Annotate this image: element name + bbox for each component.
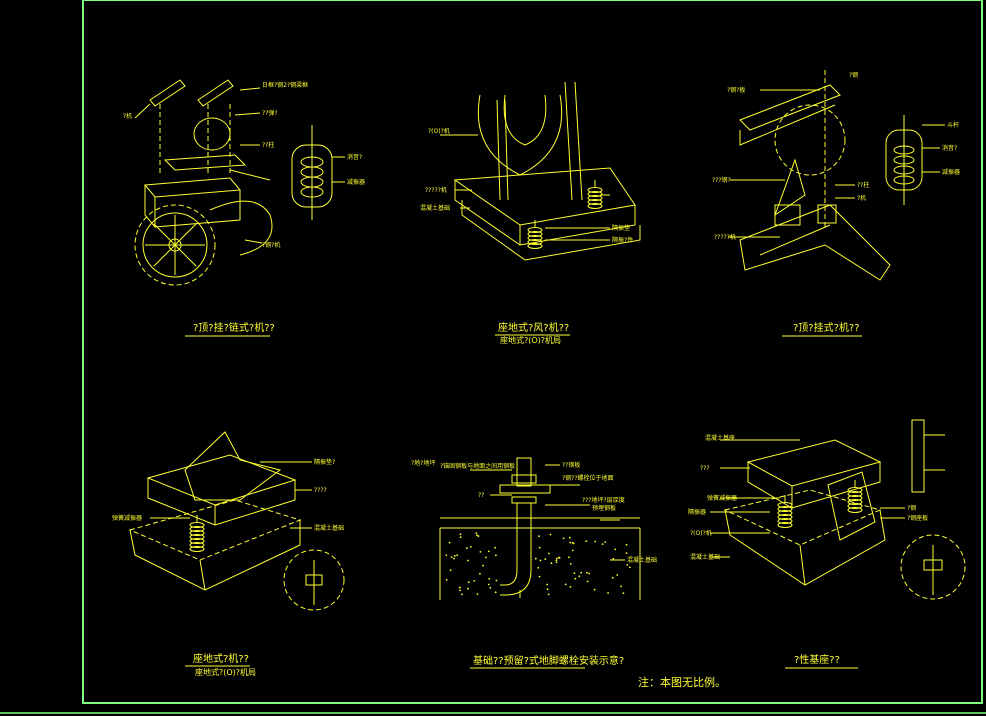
p1-label-4: ??柱 [262, 141, 274, 149]
panel-1-labels: 日框?钢2?钢梁框 ??弹? ?机 ??柱 ?钢?机 消音? 减振器 [123, 81, 365, 249]
p3-label-5: ??柱 [857, 181, 869, 189]
p5-label-8: ?? [478, 492, 484, 499]
p3-label-9: 减振器 [942, 168, 960, 176]
panel-5-labels: ?地?地坪 ?锚固钢板与地面之间用钢板 ??钢板 ?钢??螺栓位于地面 ???地… [411, 459, 657, 564]
p3-label-8: 消音? [942, 144, 957, 152]
p4-label-1: 隔振垫? [314, 458, 335, 466]
p1-label-6: 消音? [347, 153, 362, 161]
p5-label-6: 预埋钢板 [592, 504, 616, 512]
p3-label-7: 斗杆 [947, 121, 959, 129]
drawing-note: 注：本图无比例。 [638, 675, 726, 689]
p6-label-2: ??? [700, 465, 710, 472]
p1-label-7: 减振器 [347, 178, 365, 186]
p6-label-8: ?钢座板 [907, 514, 928, 522]
p6-label-6: 混凝土基础 [690, 553, 720, 561]
p2-label-3: 混凝土基础 [420, 204, 450, 212]
panel-6-labels: 混凝土基座 ??? 弹簧减振器 隔振器 ?(O)?机 混凝土基础 ?钢 ?钢座板 [688, 434, 928, 561]
p2-label-5: 隔振?件 [612, 236, 633, 244]
panel-6-drawing [710, 419, 966, 600]
panel-4-drawing [128, 431, 345, 611]
p3-label-6: ?机 [857, 194, 866, 202]
p5-label-1: ?地?地坪 [411, 459, 435, 467]
p2-label-1: ?(O)?机 [428, 127, 450, 135]
panel-2-caption: 座地式?风?机?? [498, 321, 569, 334]
panel-4-subcaption: 座地式?(O)?机局 [195, 667, 256, 677]
drawing-frame [82, 0, 983, 704]
panel-5-drawing [439, 457, 641, 600]
panel-2-labels: ?(O)?机 ?????机 混凝土基础 隔振垫 隔振?件 [420, 127, 633, 244]
panel-3-labels: ?钢 ?钢?板 ???钢? ?????机 ??柱 ?机 斗杆 消音? 减振器 [712, 71, 960, 241]
p3-label-4: ?????机 [714, 233, 736, 241]
p5-label-2: ?锚固钢板与地面之间用钢板 [440, 462, 515, 470]
p2-label-4: 隔振垫 [612, 224, 630, 232]
p5-label-7: 混凝土基础 [627, 556, 657, 564]
p6-label-1: 混凝土基座 [705, 434, 735, 442]
panel-2-subcaption: 座地式?(O)?机局 [500, 335, 561, 345]
p2-label-2: ?????机 [425, 186, 447, 194]
panel-1-caption: ?顶?挂?链式?机?? [193, 321, 275, 334]
panel-4-labels: 隔振垫? ???? 弹簧减振器 混凝土基础 [112, 458, 344, 532]
p3-label-1: ?钢 [849, 71, 858, 79]
p4-label-4: 混凝土基础 [314, 524, 344, 532]
p6-label-7: ?钢 [907, 504, 916, 512]
panel-3-drawing [728, 70, 945, 281]
panel-5-caption: 基础??预留?式地脚螺栓安装示意? [473, 654, 624, 667]
panel-3-caption: ?顶?挂式?机?? [793, 321, 860, 334]
p4-label-2: ???? [314, 487, 327, 494]
p1-label-3: ?机 [123, 112, 132, 120]
p4-label-3: 弹簧减振器 [112, 514, 142, 522]
p1-label-1: 日框?钢2?钢梁框 [262, 81, 308, 89]
p3-label-3: ???钢? [712, 176, 731, 184]
p6-label-4: 隔振器 [688, 508, 706, 516]
p5-label-5: ???地坪?层厚度 [582, 496, 625, 504]
p6-label-5: ?(O)?机 [690, 529, 712, 537]
panel-1-drawing [134, 79, 345, 286]
p3-label-2: ?钢?板 [727, 86, 745, 94]
p5-label-4: ?钢??螺栓位于地面 [562, 474, 614, 482]
panel-2-drawing [440, 81, 641, 261]
p5-label-3: ??钢板 [562, 461, 580, 469]
panel-4-caption: 座地式?机?? [193, 652, 249, 665]
p1-label-5: ?钢?机 [262, 241, 280, 249]
p6-label-3: 弹簧减振器 [707, 494, 737, 502]
p1-label-2: ??弹? [262, 109, 278, 117]
panel-6-caption: ?性基座?? [794, 653, 840, 666]
